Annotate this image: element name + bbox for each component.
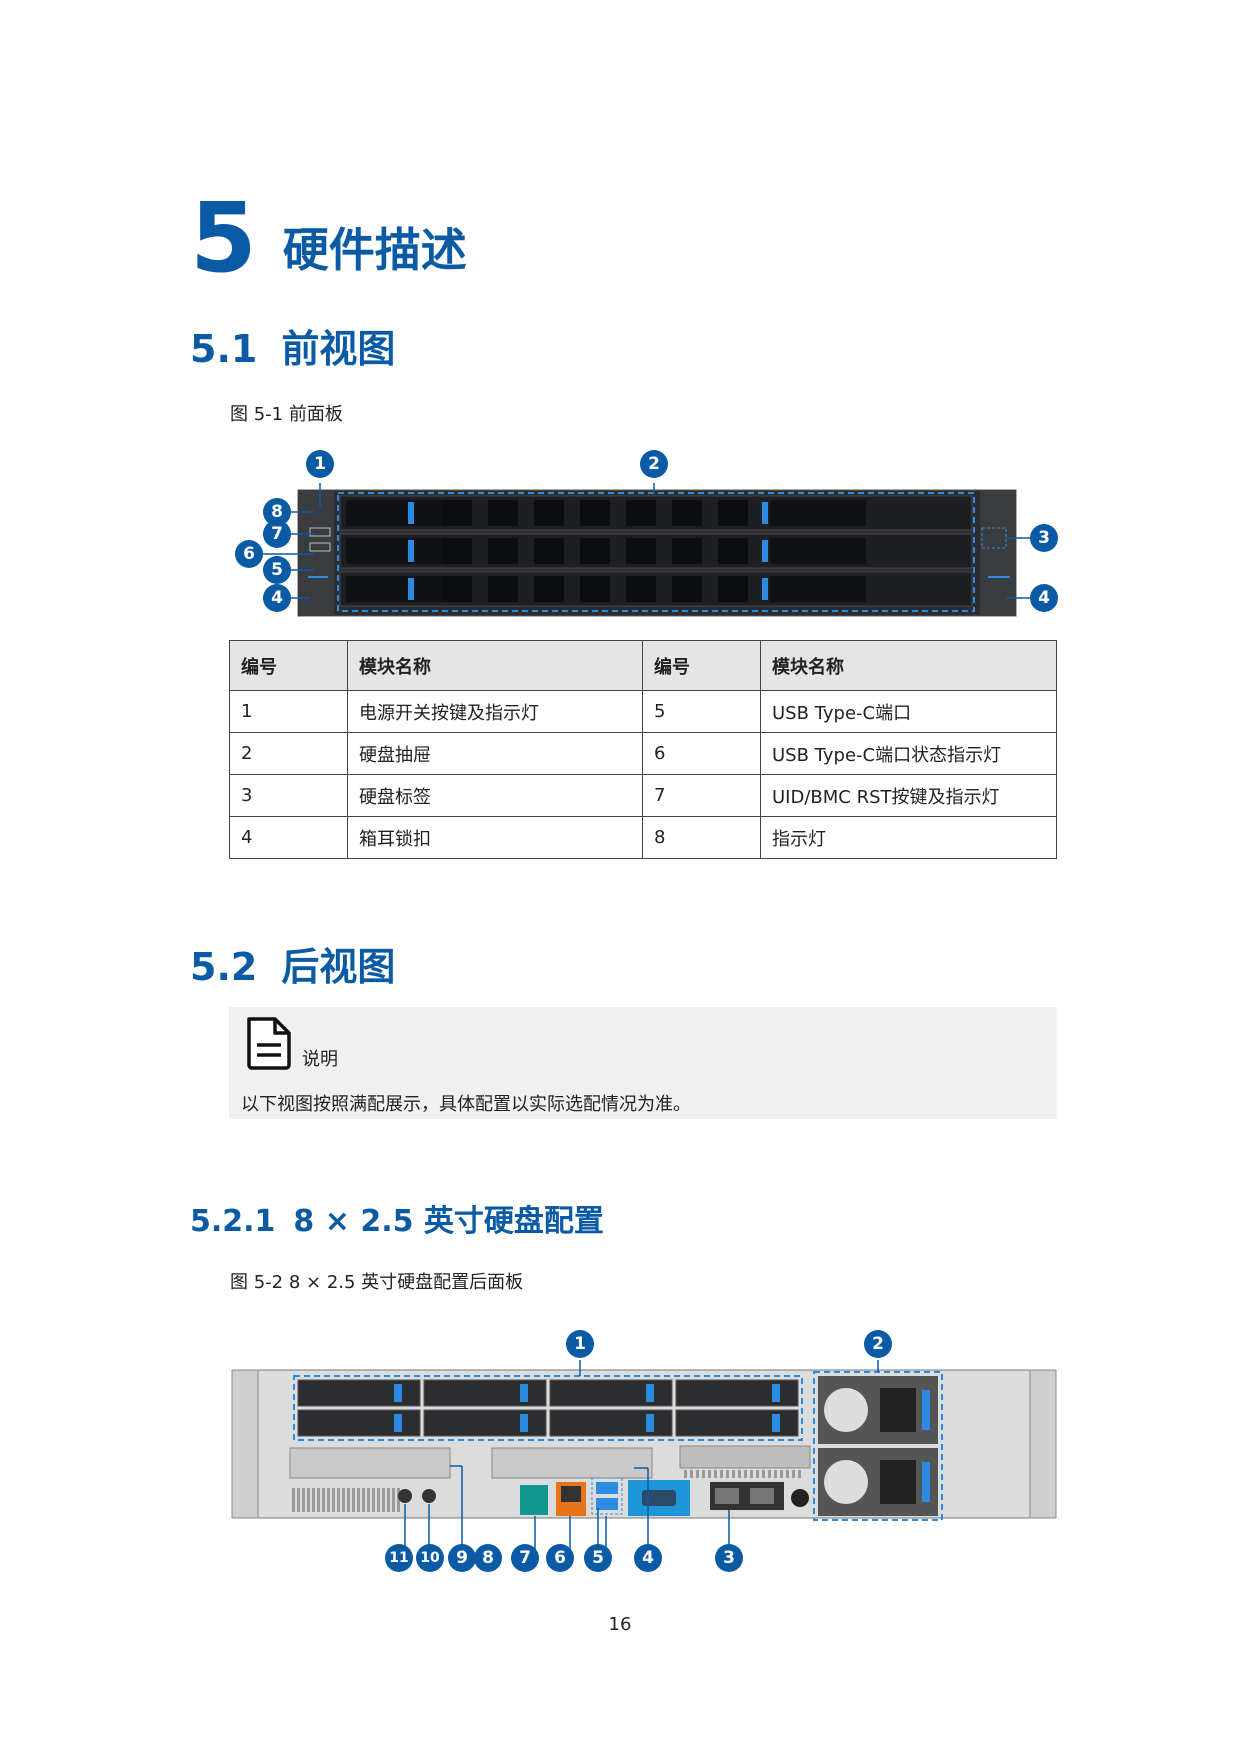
table-cell: 指示灯 bbox=[760, 816, 1057, 859]
section-front-heading: 5.1 前视图 bbox=[190, 318, 395, 373]
callout-6: 6 bbox=[546, 1544, 574, 1572]
header-cell: 编号 bbox=[642, 640, 761, 691]
note-label: 说明 bbox=[302, 1049, 338, 1070]
section-rear-heading: 5.2 后视图 bbox=[190, 936, 395, 991]
section-number: 5.1 bbox=[190, 327, 258, 371]
table-cell: USB Type-C端口状态指示灯 bbox=[760, 732, 1057, 775]
note-icon bbox=[243, 1015, 295, 1075]
header-cell: 模块名称 bbox=[760, 640, 1057, 691]
callout-1: 1 bbox=[306, 450, 334, 478]
front-panel-table: 编号 模块名称 编号 模块名称 1 电源开关按键及指示灯 5 USB Type-… bbox=[229, 640, 1057, 859]
page-number: 16 bbox=[608, 1614, 632, 1635]
header-cell: 模块名称 bbox=[347, 640, 643, 691]
table-row: 4 箱耳锁扣 8 指示灯 bbox=[229, 816, 1057, 859]
table-row: 2 硬盘抽屉 6 USB Type-C端口状态指示灯 bbox=[229, 732, 1057, 775]
front-panel-figure: 1 2 3 4 4 5 6 7 8 bbox=[230, 448, 1060, 618]
table-cell: 硬盘抽屉 bbox=[347, 732, 643, 775]
callout-8: 8 bbox=[474, 1544, 502, 1572]
note-box: 说明 以下视图按照满配展示，具体配置以实际选配情况为准。 bbox=[229, 1007, 1057, 1119]
callout-8: 8 bbox=[263, 498, 291, 526]
table-cell: USB Type-C端口 bbox=[760, 690, 1057, 733]
callout-6: 6 bbox=[235, 540, 263, 568]
callout-9: 9 bbox=[448, 1544, 476, 1572]
header-cell: 编号 bbox=[229, 640, 348, 691]
table-row: 1 电源开关按键及指示灯 5 USB Type-C端口 bbox=[229, 690, 1057, 733]
subsection-number: 5.2.1 bbox=[190, 1204, 276, 1239]
chapter-title: 硬件描述 bbox=[282, 223, 467, 277]
callout-1: 1 bbox=[566, 1330, 594, 1358]
front-panel-illustration bbox=[254, 483, 1038, 617]
table-cell: 电源开关按键及指示灯 bbox=[347, 690, 643, 733]
table-cell: UID/BMC RST按键及指示灯 bbox=[760, 774, 1057, 817]
note-text: 以下视图按照满配展示，具体配置以实际选配情况为准。 bbox=[241, 1094, 691, 1115]
table-cell: 3 bbox=[229, 774, 348, 817]
callout-4: 4 bbox=[634, 1544, 662, 1572]
callout-4-right: 4 bbox=[1030, 584, 1058, 612]
chapter-heading: 5 硬件描述 bbox=[190, 190, 467, 286]
callout-2: 2 bbox=[864, 1330, 892, 1358]
callout-10: 10 bbox=[416, 1544, 444, 1572]
callout-3: 3 bbox=[1030, 524, 1058, 552]
section-number: 5.2 bbox=[190, 945, 258, 989]
callout-11: 11 bbox=[385, 1544, 413, 1572]
callout-2: 2 bbox=[640, 450, 668, 478]
table-cell: 4 bbox=[229, 816, 348, 859]
callout-3: 3 bbox=[715, 1544, 743, 1572]
table-cell: 8 bbox=[642, 816, 761, 859]
figure-rear-caption: 图 5-2 8 × 2.5 英寸硬盘配置后面板 bbox=[230, 1272, 524, 1293]
rear-panel-figure: 1 2 3 4 5 6 7 8 9 10 11 bbox=[230, 1318, 1060, 1580]
figure-front-caption: 图 5-1 前面板 bbox=[230, 404, 343, 425]
table-cell: 箱耳锁扣 bbox=[347, 816, 643, 859]
table-cell: 5 bbox=[642, 690, 761, 733]
table-cell: 硬盘标签 bbox=[347, 774, 643, 817]
section-title: 前视图 bbox=[281, 327, 396, 371]
subsection-title: 8 × 2.5 英寸硬盘配置 bbox=[293, 1204, 604, 1239]
chapter-number: 5 bbox=[190, 182, 257, 294]
callout-5: 5 bbox=[263, 556, 291, 584]
callout-5: 5 bbox=[584, 1544, 612, 1572]
callout-7: 7 bbox=[511, 1544, 539, 1572]
rear-panel-illustration bbox=[231, 1360, 1057, 1554]
table-cell: 2 bbox=[229, 732, 348, 775]
table-row: 3 硬盘标签 7 UID/BMC RST按键及指示灯 bbox=[229, 774, 1057, 817]
table-header-row: 编号 模块名称 编号 模块名称 bbox=[229, 640, 1057, 691]
subsection-heading: 5.2.1 8 × 2.5 英寸硬盘配置 bbox=[190, 1196, 604, 1240]
table-cell: 1 bbox=[229, 690, 348, 733]
callout-4-left: 4 bbox=[263, 584, 291, 612]
section-title: 后视图 bbox=[281, 945, 396, 989]
table-cell: 7 bbox=[642, 774, 761, 817]
table-cell: 6 bbox=[642, 732, 761, 775]
